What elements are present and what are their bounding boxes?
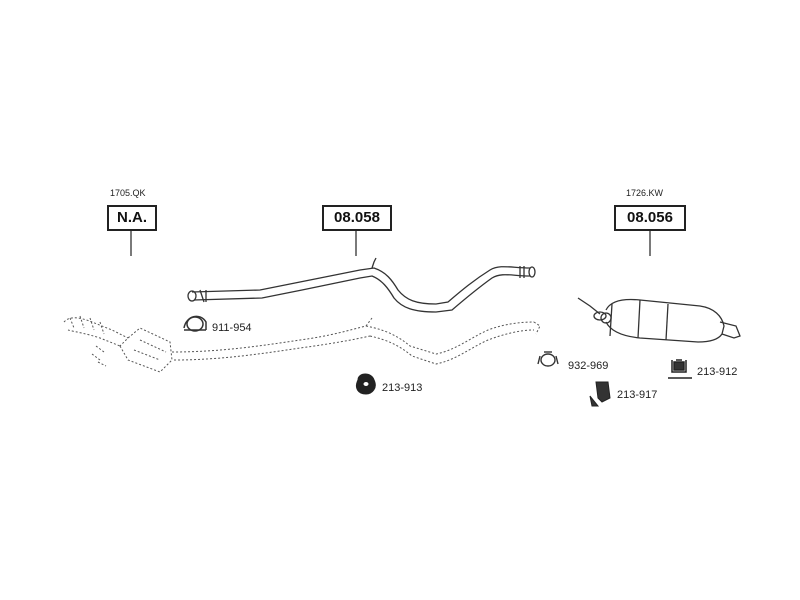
rubber-mount-icon (668, 359, 692, 379)
clamp-icon (183, 315, 207, 332)
catalytic-converter-section (63, 315, 541, 373)
reference-box-08056[interactable]: 08.056 (614, 205, 686, 231)
rear-silencer (577, 297, 741, 343)
reference-box-na[interactable]: N.A. (107, 205, 157, 231)
part-label-213-913[interactable]: 213-913 (382, 382, 423, 394)
pipe-clamp-icon (537, 351, 559, 367)
group-code-na: 1705.QK (110, 188, 146, 198)
part-label-213-912[interactable]: 213-912 (697, 366, 738, 378)
part-label-911-954[interactable]: 911-954 (212, 322, 252, 334)
middle-pipe (187, 257, 536, 313)
reference-box-08058[interactable]: 08.058 (322, 205, 392, 231)
group-code-08056: 1726.KW (626, 188, 664, 198)
part-label-213-917[interactable]: 213-917 (617, 389, 658, 401)
pipe-end-left (187, 290, 197, 302)
part-label-932-969[interactable]: 932-969 (568, 360, 609, 372)
pipe-end-right (528, 266, 536, 278)
rubber-ring-hanger-icon (355, 373, 376, 395)
mounting-bracket-icon (589, 381, 611, 407)
